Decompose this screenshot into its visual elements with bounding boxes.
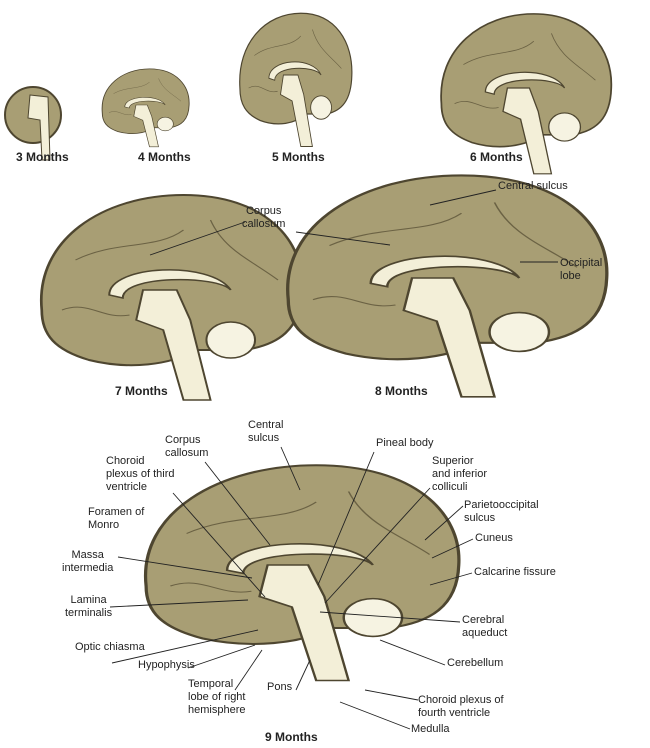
label-occipital-lobe-8m: Occipital lobe [560,257,603,282]
label-central-sulcus: Central sulcus [248,419,284,444]
stage-label-8-months: 8 Months [375,384,428,398]
brain-6-months [440,13,613,175]
label-colliculi: Superior and inferior colliculi [432,455,488,493]
stage-label-7-months: 7 Months [115,384,168,398]
label-pineal-body: Pineal body [376,437,434,449]
leader-lines [109,189,558,730]
stage-label-3-months: 3 Months [16,150,69,164]
brain-9-months [143,463,461,683]
label-foramen-monro: Foramen of Monro [88,506,145,531]
brain-3-months [4,86,62,161]
brain-5-months [239,12,353,148]
label-lamina-terminalis: Lamina terminalis [65,594,113,619]
label-parietooccipital-sulcus: Parietooccipital sulcus [464,499,539,524]
stage-label-6-months: 6 Months [470,150,523,164]
label-cuneus: Cuneus [475,532,513,544]
label-calcarine-fissure: Calcarine fissure [474,566,556,578]
label-medulla: Medulla [411,723,450,735]
label-choroid-plexus-fourth: Choroid plexus of fourth ventricle [418,694,504,719]
stage-label-4-months: 4 Months [138,150,191,164]
label-corpus-callosum: Corpus callosum [165,434,209,459]
label-optic-chiasma: Optic chiasma [75,641,145,653]
label-hypophysis: Hypophysis [138,659,195,671]
label-cerebellum: Cerebellum [447,657,504,669]
stage-label-5-months: 5 Months [272,150,325,164]
stage-label-9-months: 9 Months [265,730,318,744]
label-central-sulcus-8m: Central sulcus [498,180,568,192]
label-choroid-plexus-third: Choroid plexus of third ventricle [106,455,175,493]
label-cerebral-aqueduct: Cerebral aqueduct [462,614,508,639]
label-massa-intermedia: Massa intermedia [62,549,114,574]
label-temporal-lobe: Temporal lobe of right hemisphere [188,678,246,716]
label-pons: Pons [267,681,293,693]
brain-4-months [101,68,190,148]
label-corpus-callosum-7m: Corpus callosum [242,205,286,230]
brain-8-months [286,173,609,399]
